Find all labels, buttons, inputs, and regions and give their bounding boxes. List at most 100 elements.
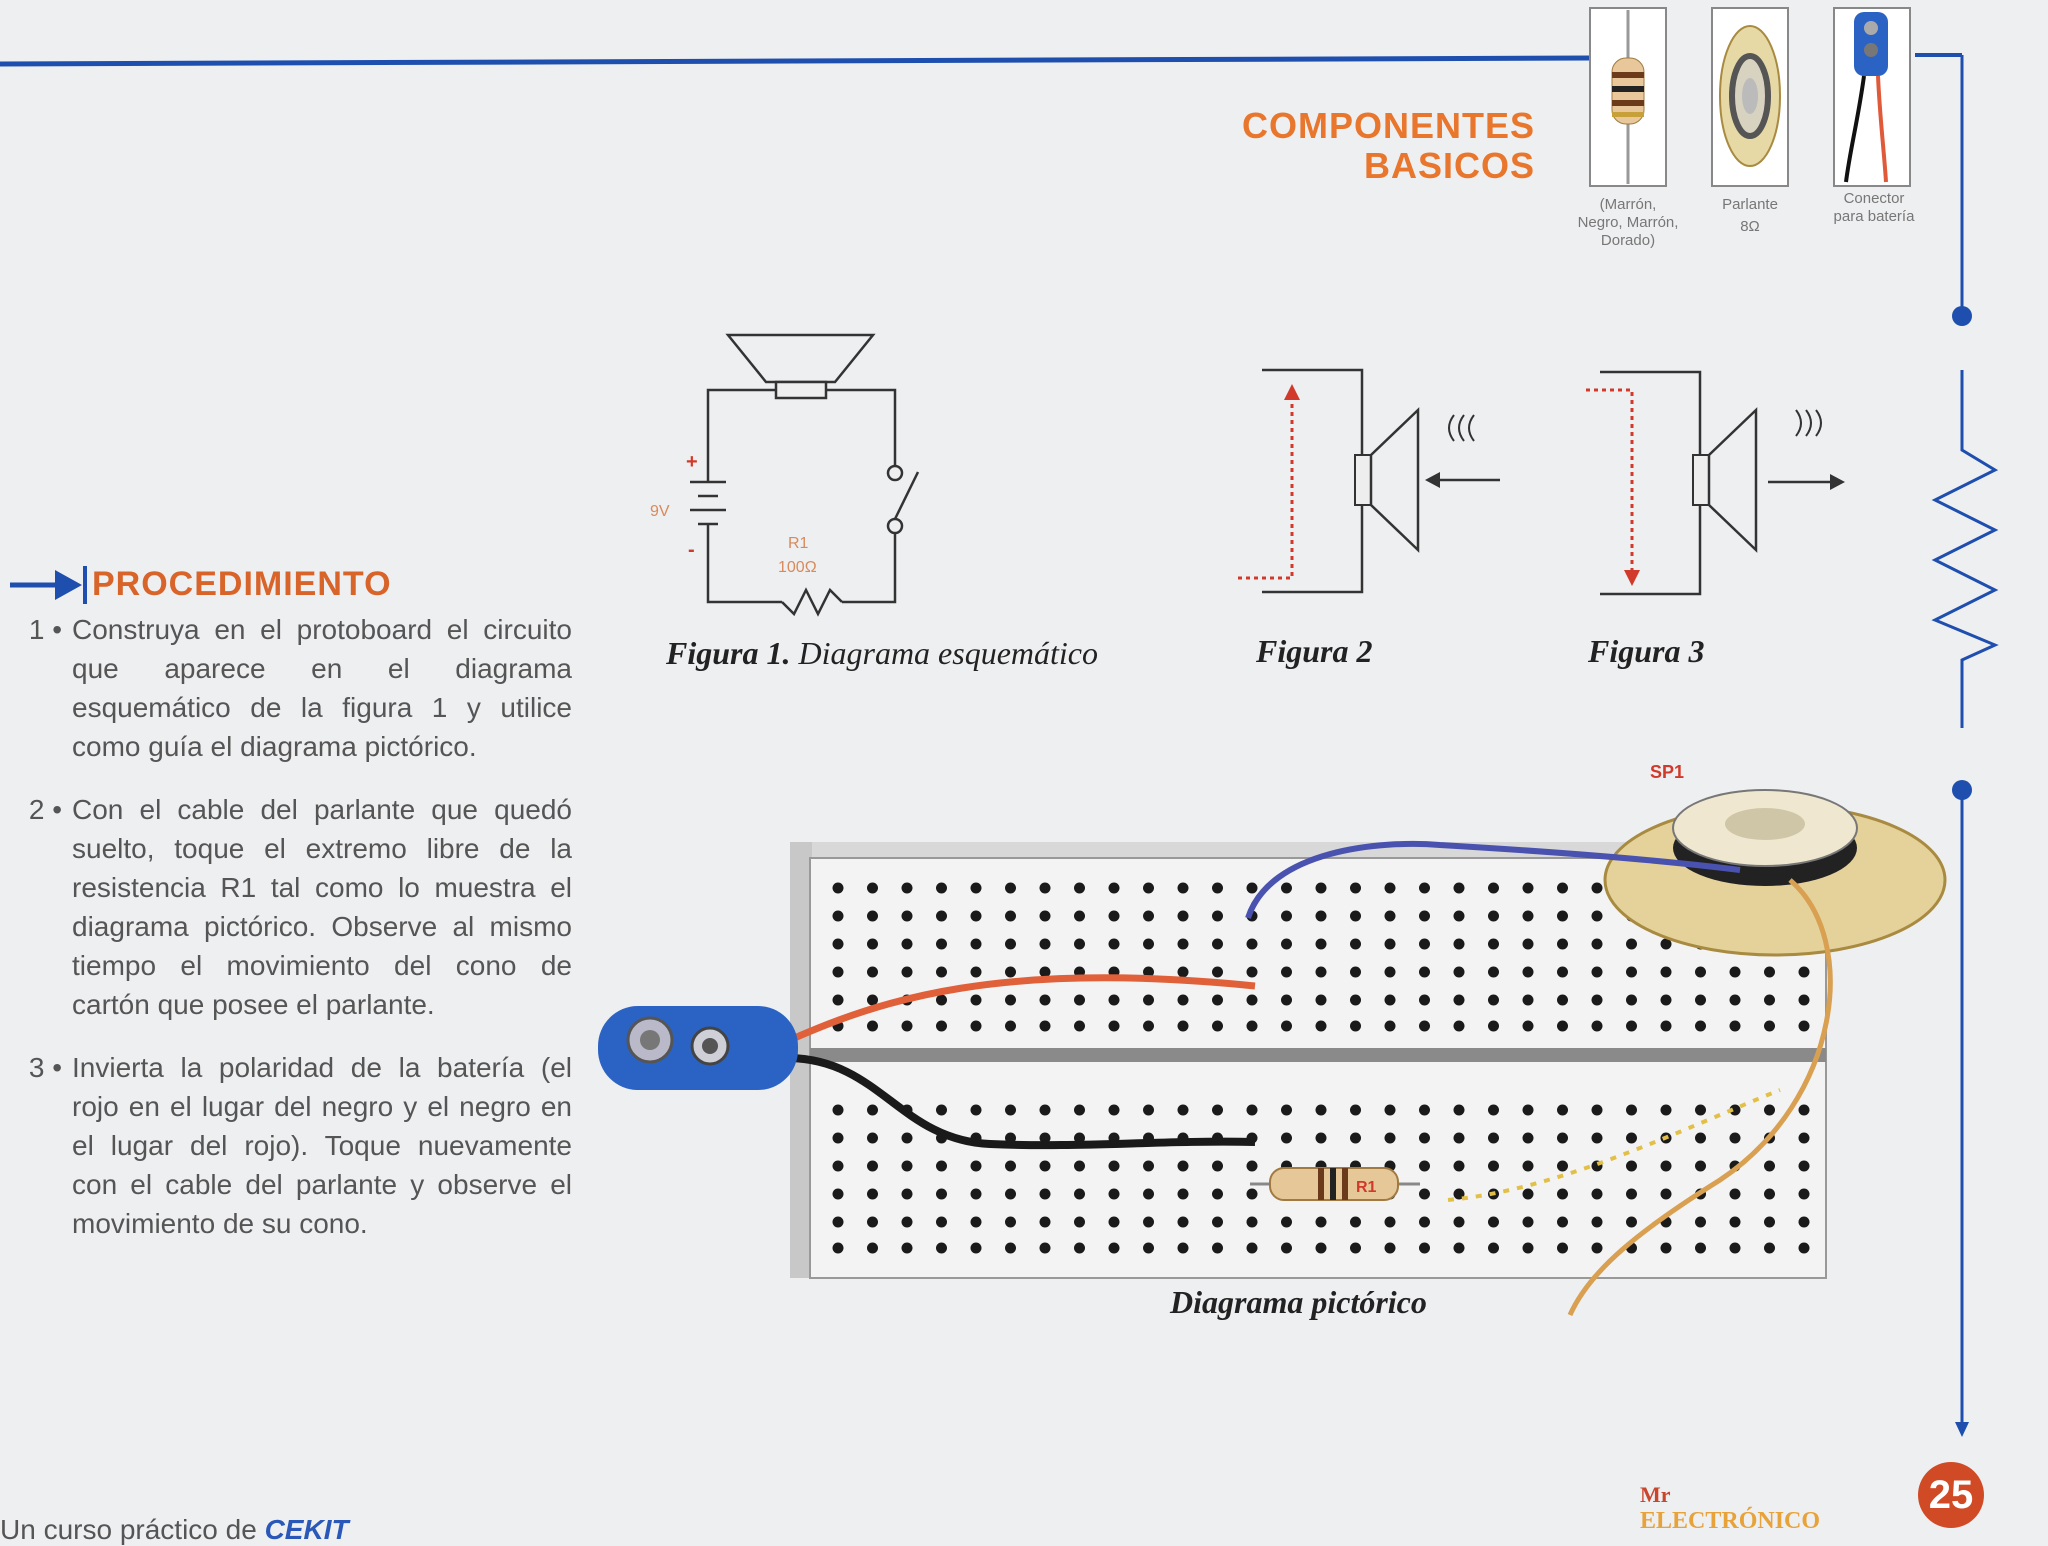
breadboard-hole xyxy=(1798,1020,1810,1032)
breadboard-hole xyxy=(1557,938,1568,950)
breadboard-hole xyxy=(1039,910,1051,922)
breadboard-hole xyxy=(1315,1132,1327,1144)
speaker-wire-loose xyxy=(1567,878,1833,1317)
schematic-diagram xyxy=(690,333,920,617)
breadboard-hole xyxy=(867,1216,878,1228)
breadboard-hole xyxy=(1039,1188,1051,1200)
breadboard-hole xyxy=(1453,1132,1465,1144)
breadboard-hole xyxy=(1522,966,1534,978)
breadboard-hole xyxy=(1039,938,1051,950)
breadboard-hole xyxy=(970,938,982,950)
breadboard-hole xyxy=(1764,1160,1775,1172)
breadboard-hole xyxy=(1626,1020,1637,1032)
breadboard-hole xyxy=(1177,1020,1189,1032)
breadboard-hole xyxy=(1557,1104,1568,1116)
breadboard-hole xyxy=(832,1242,844,1254)
breadboard-hole xyxy=(1108,938,1120,950)
breadboard-hole xyxy=(1350,1104,1361,1116)
breadboard-hole xyxy=(832,1132,844,1144)
breadboard-hole xyxy=(1488,910,1499,922)
breadboard-hole xyxy=(1591,1216,1603,1228)
breadboard-hole xyxy=(1798,994,1810,1006)
procedure-arrow-icon xyxy=(10,566,87,604)
breadboard-hole xyxy=(1729,1188,1741,1200)
breadboard-hole xyxy=(1039,882,1051,894)
speaker-caption-line: Parlante xyxy=(1722,196,1778,213)
figure-3-caption: Figura 3 xyxy=(1588,633,1705,669)
breadboard-hole xyxy=(1419,994,1430,1006)
breadboard-hole xyxy=(1005,1160,1016,1172)
breadboard-hole xyxy=(1626,1216,1637,1228)
breadboard-hole xyxy=(1246,882,1258,894)
breadboard-hole xyxy=(970,910,982,922)
breadboard-hole xyxy=(1246,1104,1258,1116)
breadboard-hole xyxy=(1039,1104,1051,1116)
breadboard-hole xyxy=(1039,1160,1051,1172)
breadboard-hole xyxy=(1729,1132,1741,1144)
breadboard-hole xyxy=(832,1216,844,1228)
page-number: 25 xyxy=(1918,1462,1984,1528)
breadboard-hole xyxy=(1522,882,1534,894)
breadboard-hole xyxy=(1108,882,1120,894)
pictorial-resistor-label: R1 xyxy=(1356,1179,1377,1196)
breadboard-hole xyxy=(1591,882,1603,894)
schematic-resistor-value: 100Ω xyxy=(778,559,817,576)
breadboard-hole xyxy=(1005,1104,1016,1116)
breadboard-hole xyxy=(867,1132,878,1144)
breadboard-hole xyxy=(1557,910,1568,922)
breadboard-hole xyxy=(901,1188,913,1200)
footer-text: Un curso práctico de CEKIT xyxy=(0,1514,349,1546)
breadboard-hole xyxy=(1384,882,1396,894)
breadboard-hole xyxy=(1005,910,1016,922)
breadboard-hole xyxy=(1660,938,1672,950)
breadboard-hole xyxy=(1039,994,1051,1006)
breadboard-hole xyxy=(1143,1104,1154,1116)
procedure-list: 1 • Construya en el protoboard el circui… xyxy=(0,610,575,1267)
breadboard-hole xyxy=(1488,1216,1499,1228)
breadboard-hole xyxy=(901,910,913,922)
breadboard-hole xyxy=(1143,966,1154,978)
connector-caption-line: para batería xyxy=(1833,208,1915,225)
breadboard-hole xyxy=(1281,938,1292,950)
breadboard-hole xyxy=(1591,938,1603,950)
breadboard-hole xyxy=(1522,994,1534,1006)
breadboard-hole xyxy=(867,1020,878,1032)
breadboard-hole xyxy=(832,938,844,950)
resistor-component-image xyxy=(1589,7,1667,187)
breadboard-hole xyxy=(1315,882,1327,894)
breadboard-hole xyxy=(1557,1216,1568,1228)
breadboard-hole xyxy=(1108,1188,1120,1200)
breadboard-hole xyxy=(1626,938,1637,950)
arrow-down-icon xyxy=(1955,1422,1969,1437)
breadboard-hole xyxy=(970,1242,982,1254)
breadboard-hole xyxy=(1591,1132,1603,1144)
breadboard-hole xyxy=(1246,1242,1258,1254)
breadboard-hole xyxy=(1384,1216,1396,1228)
breadboard-hole xyxy=(1798,1242,1810,1254)
breadboard-hole xyxy=(1281,1020,1292,1032)
breadboard-hole xyxy=(1281,1242,1292,1254)
breadboard-hole xyxy=(1798,966,1810,978)
top-rule xyxy=(0,55,1591,67)
breadboard-hole xyxy=(936,1188,947,1200)
breadboard-hole xyxy=(1246,966,1258,978)
breadboard-hole xyxy=(832,966,844,978)
brand-logo: Mr ELECTRÓNICO xyxy=(1640,1482,1820,1534)
breadboard-hole xyxy=(1488,1132,1499,1144)
breadboard-hole xyxy=(1143,1242,1154,1254)
breadboard-hole xyxy=(1108,1160,1120,1172)
schematic-resistor-label: R1 xyxy=(788,535,809,552)
breadboard-hole xyxy=(1453,1242,1465,1254)
breadboard-hole xyxy=(1453,994,1465,1006)
breadboard-hole xyxy=(1591,1242,1603,1254)
connector-caption: Conector para batería xyxy=(1812,190,1936,226)
breadboard-hole xyxy=(1143,1160,1154,1172)
figure-2-caption: Figura 2 xyxy=(1256,633,1373,669)
schematic-minus: - xyxy=(688,539,695,561)
breadboard-hole xyxy=(1522,910,1534,922)
breadboard-hole xyxy=(970,1160,982,1172)
breadboard-hole xyxy=(1419,938,1430,950)
breadboard-hole xyxy=(1798,1188,1810,1200)
breadboard-hole xyxy=(1522,1160,1534,1172)
